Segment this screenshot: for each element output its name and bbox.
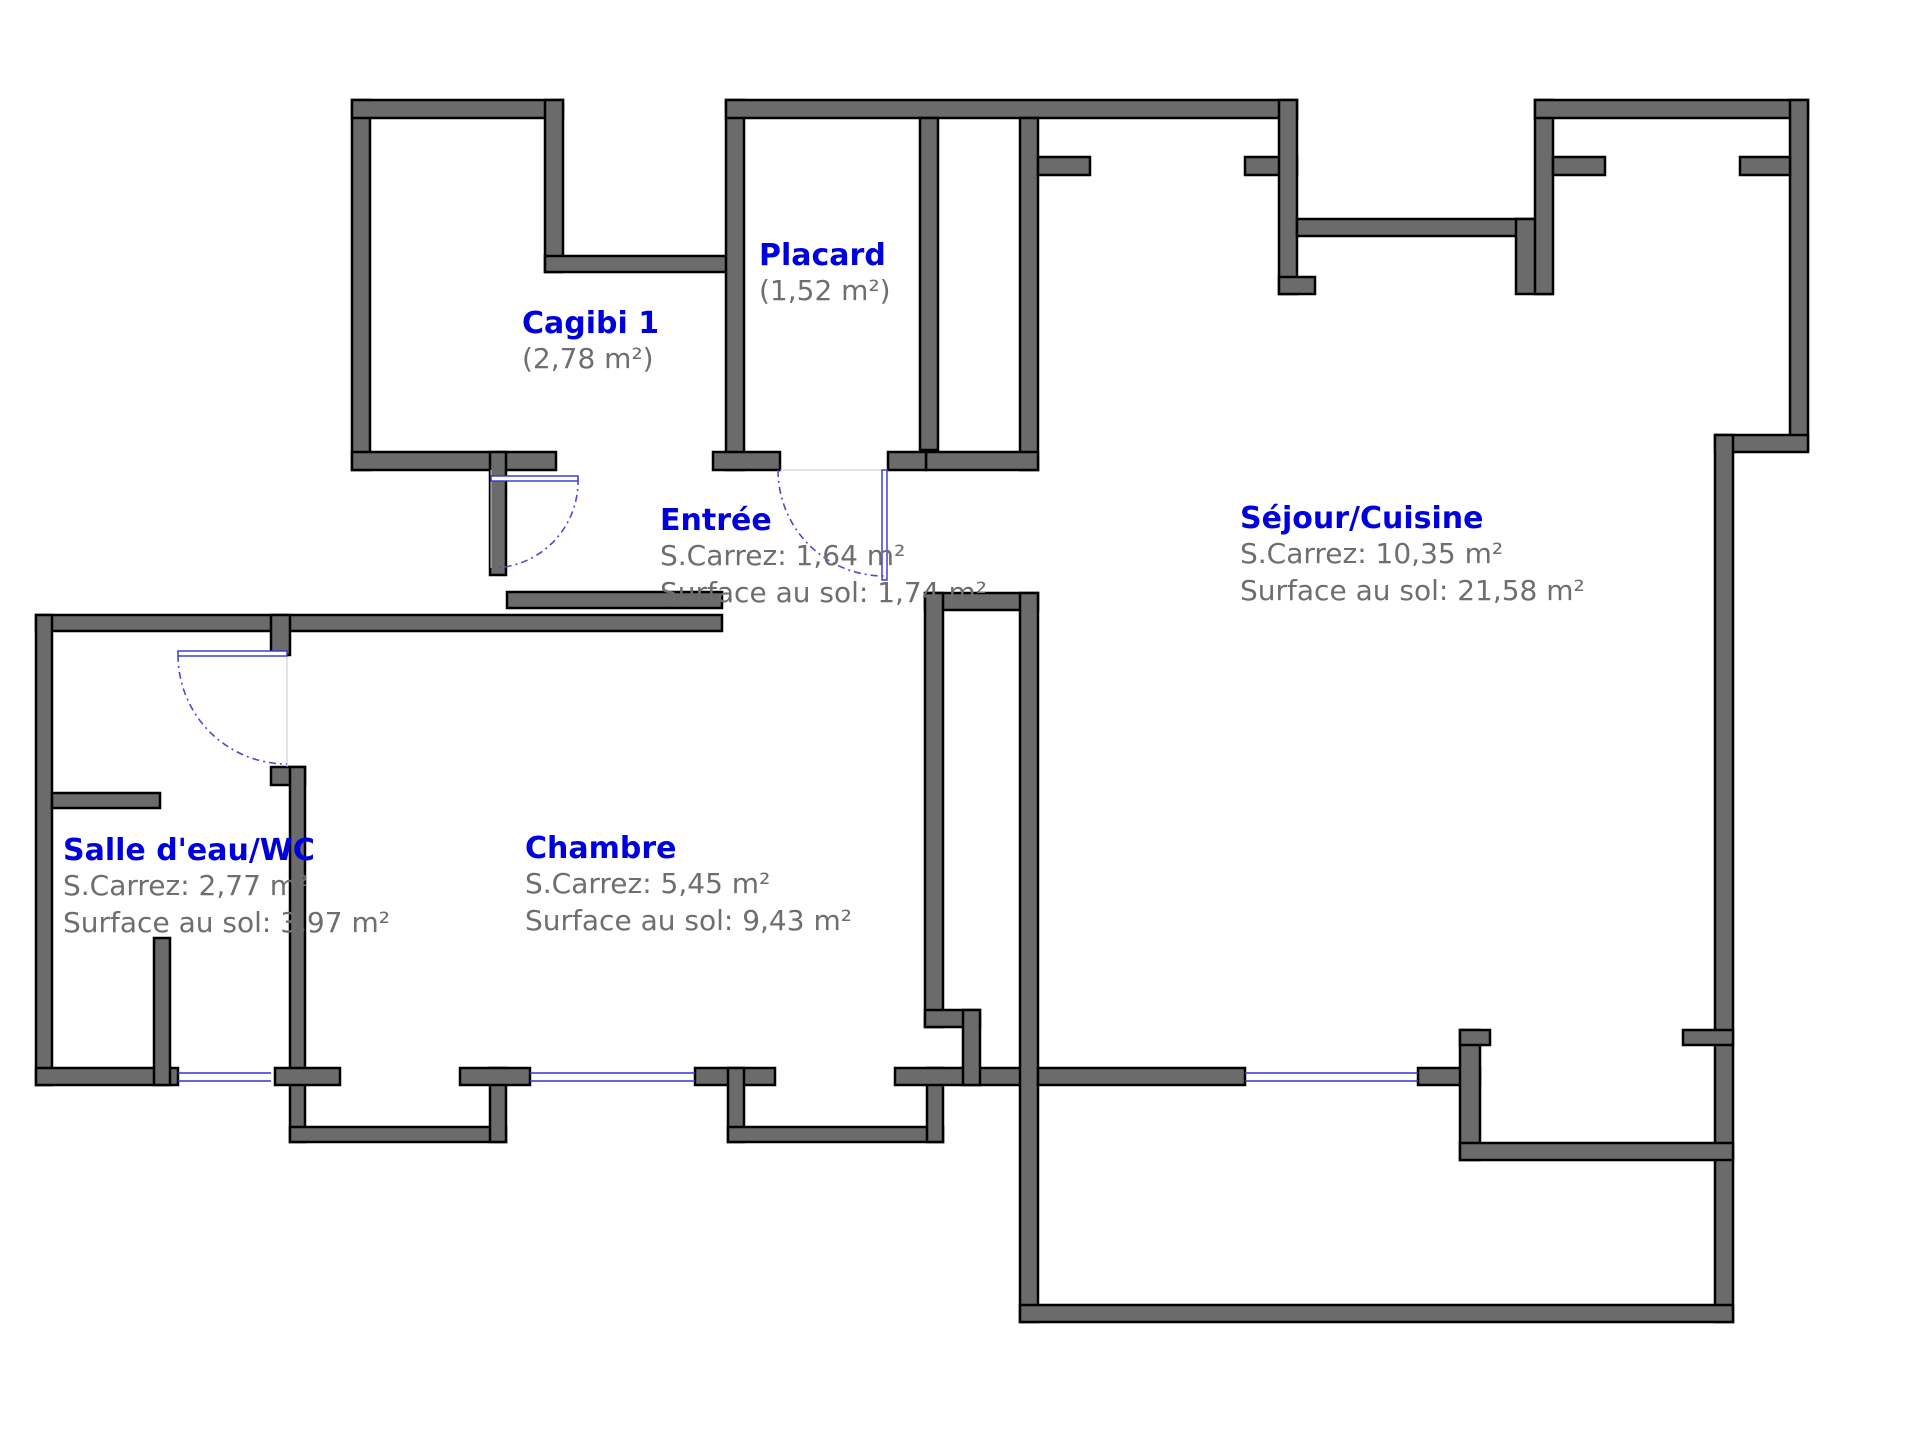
room-carrez-chambre: S.Carrez: 5,45 m² (525, 867, 770, 900)
wall-partition-east (1018, 116, 1040, 472)
window-sejour (1245, 1072, 1418, 1082)
door-sdb[interactable] (177, 650, 288, 767)
wall-sdb-door-top (269, 613, 292, 657)
wall-notch-stub-left (1551, 155, 1607, 177)
wall-notch-west-foot (1277, 275, 1317, 296)
wall-notch-east (1533, 98, 1555, 296)
wall-notch-stub-right (1738, 155, 1792, 177)
wall-placard-east (918, 116, 940, 452)
room-floor-sdb: Surface au sol: 3,97 m² (63, 906, 390, 939)
wall-sdb-post (152, 936, 172, 1087)
wall-bottom (1018, 1303, 1735, 1324)
wall-placard-west (724, 98, 746, 472)
room-area-placard: (1,52 m²) (759, 274, 891, 307)
wall-notch-west (1277, 98, 1299, 296)
wall-cagibi-west (350, 98, 372, 472)
room-carrez-entree: S.Carrez: 1,64 m² (660, 539, 905, 572)
wall-placard-stub-right (886, 450, 928, 472)
wall-east-upper (1788, 98, 1810, 452)
wall-entree-west-stub (488, 450, 508, 577)
room-name-sejour: Séjour/Cuisine (1240, 501, 1483, 536)
wall-middle-long (34, 613, 724, 633)
wall-cagibi-north (350, 98, 565, 120)
wall-placard-bottom (924, 450, 1040, 472)
wall-cagibi-step (543, 254, 732, 274)
room-floor-entree: Surface au sol: 1,74 m² (660, 576, 987, 609)
wall-partition-foot (961, 1008, 982, 1087)
wall-chambre-south-right (893, 1066, 1027, 1087)
room-carrez-sejour: S.Carrez: 10,35 m² (1240, 537, 1503, 570)
wall-partition-upper (923, 591, 945, 1029)
door-cagibi[interactable] (490, 470, 579, 569)
wall-notch-top (1295, 217, 1537, 238)
room-label-cagibi: Cagibi 1 (2,78 m²) (522, 306, 659, 375)
walls (34, 98, 1810, 1324)
room-label-sdb: Salle d'eau/WC S.Carrez: 2,77 m² Surface… (63, 833, 390, 939)
wall-top-right (1533, 98, 1810, 120)
door-placard[interactable] (777, 469, 888, 581)
wall-bay-right-bottom (726, 1125, 945, 1144)
wall-balcony-inner (1458, 1141, 1735, 1162)
wall-bay-left-bottom (288, 1125, 508, 1144)
room-name-cagibi: Cagibi 1 (522, 306, 659, 341)
wall-balcony-stub (1681, 1028, 1735, 1047)
windows (178, 1072, 1418, 1082)
room-name-chambre: Chambre (525, 831, 677, 866)
wall-sejour-stub-left (1036, 155, 1092, 177)
wall-chambre-sw-stub (273, 1066, 342, 1087)
wall-placard-stub-left (711, 450, 782, 472)
wall-sdb-shelf (50, 791, 162, 810)
room-label-entree: Entrée S.Carrez: 1,64 m² Surface au sol:… (660, 503, 987, 609)
wall-cagibi-east (543, 98, 565, 274)
room-name-sdb: Salle d'eau/WC (63, 833, 315, 868)
room-floor-sejour: Surface au sol: 21,58 m² (1240, 574, 1585, 607)
room-label-placard: Placard (1,52 m²) (759, 238, 891, 307)
room-label-sejour: Séjour/Cuisine S.Carrez: 10,35 m² Surfac… (1240, 501, 1585, 607)
room-name-entree: Entrée (660, 503, 772, 538)
room-area-cagibi: (2,78 m²) (522, 342, 654, 375)
wall-balcony-post-cap (1458, 1028, 1492, 1047)
room-floor-chambre: Surface au sol: 9,43 m² (525, 904, 852, 937)
window-chambre (530, 1072, 695, 1082)
wall-east-lower (1713, 433, 1735, 1324)
wall-bay-left-stub (458, 1066, 532, 1087)
room-label-chambre: Chambre S.Carrez: 5,45 m² Surface au sol… (525, 831, 852, 937)
room-name-placard: Placard (759, 238, 886, 273)
wall-entree-south (505, 590, 724, 610)
wall-balcony-post (1458, 1028, 1482, 1162)
wall-sejour-south-left (1036, 1066, 1247, 1087)
wall-central (1018, 591, 1040, 1324)
room-carrez-sdb: S.Carrez: 2,77 m² (63, 869, 308, 902)
window-sdb (178, 1072, 271, 1082)
wall-top (724, 98, 1299, 120)
wall-sdb-south-left (34, 1066, 180, 1087)
wall-sdb-west (34, 613, 54, 1087)
wall-cagibi-south (350, 450, 558, 472)
doors (177, 469, 888, 767)
